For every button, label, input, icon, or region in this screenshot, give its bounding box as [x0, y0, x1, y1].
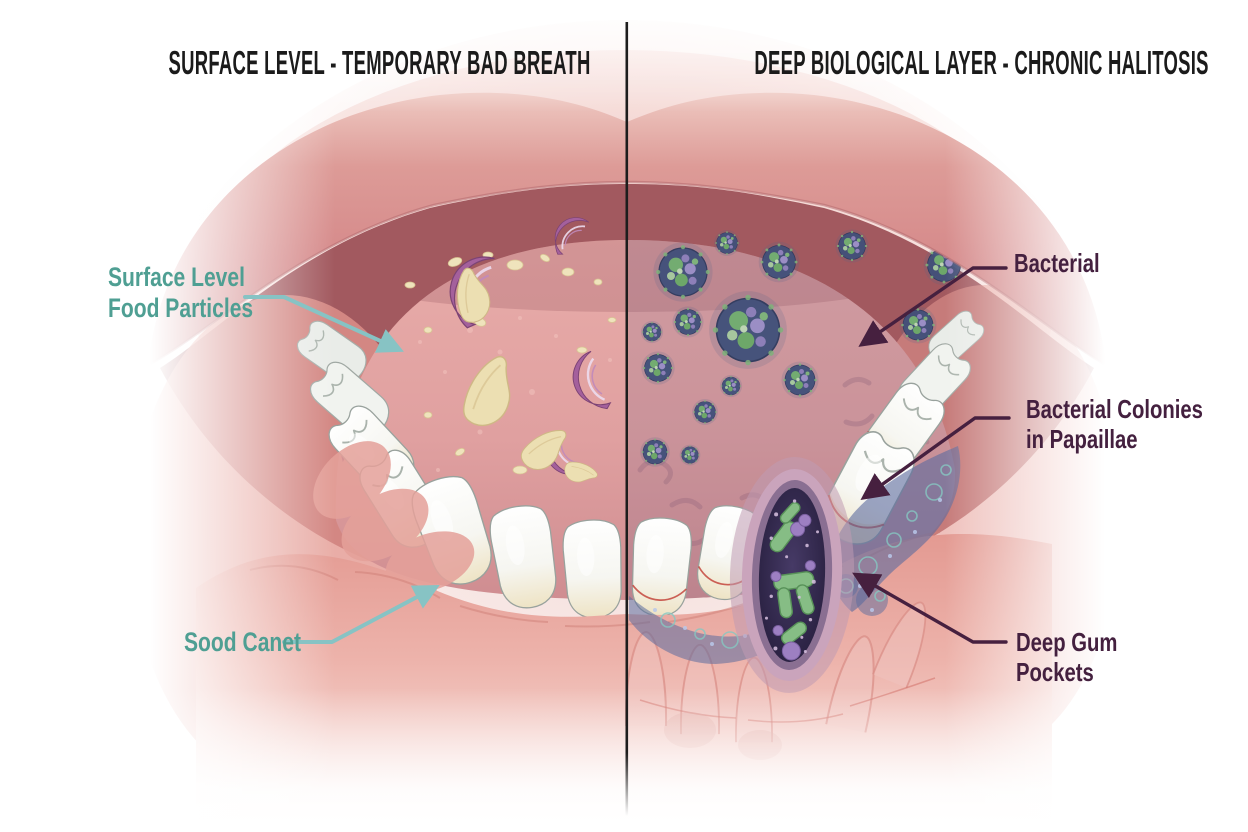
pocket-bacteria-cocci	[770, 513, 816, 661]
gum-pocket	[729, 457, 855, 693]
label-bacterial-colonies: Bacterial Colonies in Papaillae	[1026, 394, 1203, 454]
pocket-bacteria-rods	[769, 501, 815, 645]
label-line: Bacterial	[1014, 248, 1100, 278]
food-particles-group	[337, 213, 624, 509]
arrow-tooth-surface	[282, 584, 440, 644]
top-fade	[0, 0, 1248, 112]
label-line: Deep Gum	[1016, 627, 1118, 657]
label-line: Pockets	[1016, 657, 1094, 688]
label-line: Food Particles	[108, 293, 254, 324]
label-tooth-surface: Sood Canet	[184, 627, 301, 658]
tooth-incisor	[485, 501, 563, 613]
pocket-specks	[764, 499, 820, 654]
right-panel-title: DEEP BIOLOGICAL LAYER - CHRONIC HALITOSI…	[754, 44, 1209, 81]
arrow-food-particles	[243, 295, 404, 353]
label-surface-food-particles: Surface Level Food Particles	[108, 262, 253, 325]
left-panel-title: SURFACE LEVEL - TEMPORARY BAD BREATH	[168, 44, 591, 81]
label-line: Surface Level	[108, 262, 245, 292]
label-bacterial: Bacterial	[1014, 248, 1100, 278]
right-fade	[940, 0, 1248, 832]
tooth-incisor	[404, 468, 502, 594]
left-fade	[0, 0, 340, 832]
label-line: Bacterial Colonies	[1026, 394, 1203, 424]
arrow-gum-pockets	[852, 572, 1008, 644]
label-deep-gum-pockets: Deep Gum Pockets	[1016, 627, 1117, 687]
arrow-bacterial	[858, 266, 1008, 347]
label-line: in Papaillae	[1026, 424, 1138, 455]
leader-arrows	[243, 266, 1011, 644]
tooth-incisor	[561, 517, 625, 620]
arrow-bacterial-colonies	[860, 416, 1011, 500]
tooth-incisor	[628, 515, 694, 619]
label-line: Sood Canet	[184, 627, 302, 657]
divider-line	[625, 22, 629, 816]
